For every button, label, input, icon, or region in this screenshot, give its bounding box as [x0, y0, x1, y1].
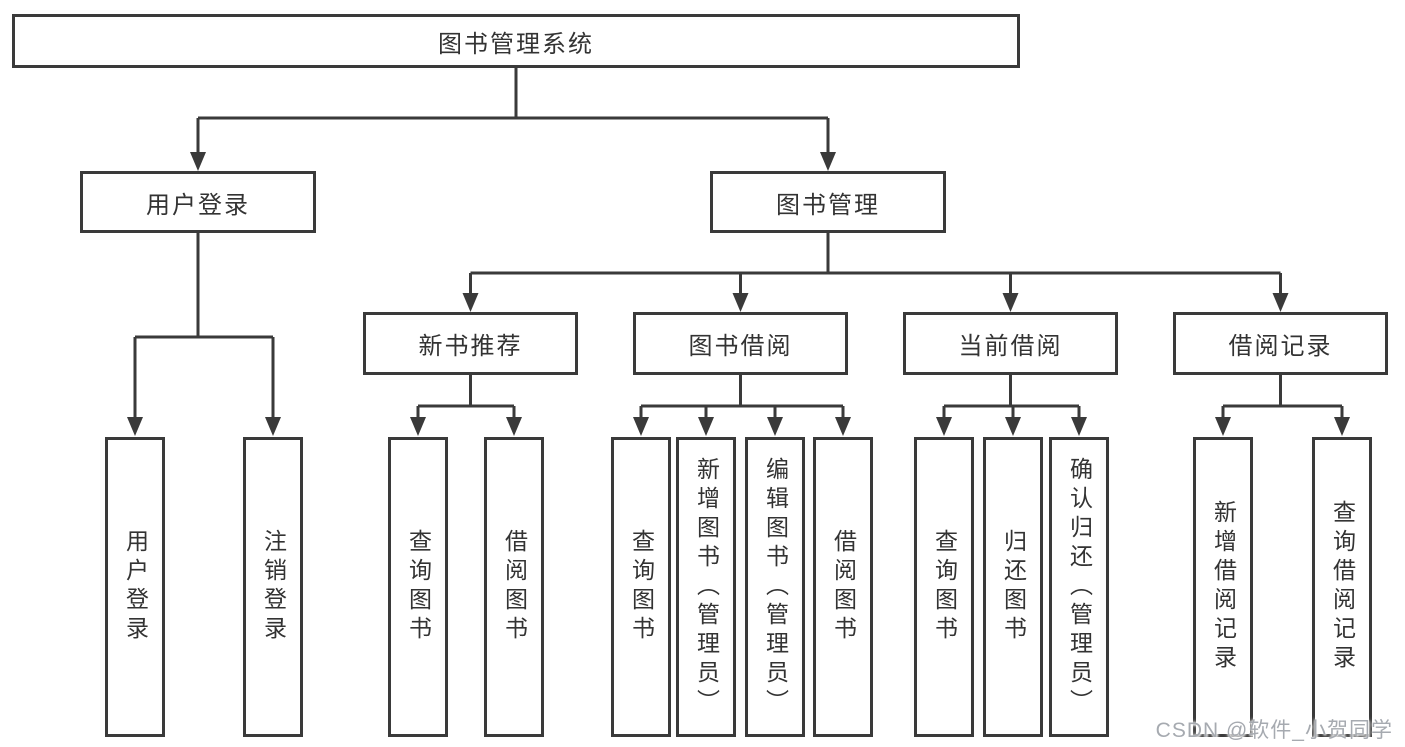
node-new-book-recommend-label: 新书推荐 — [418, 333, 523, 360]
leaf-borrow-edit-books-admin-label: 编辑图书（管理员） — [762, 456, 789, 718]
leaf-record-add-borrow-record: 新增借阅记录 — [1193, 437, 1253, 737]
leaf-current-return-books-label: 归还图书 — [1000, 529, 1027, 645]
arrowheads — [127, 152, 1350, 436]
leaf-newbook-borrow-books-label: 借阅图书 — [501, 529, 528, 645]
connector-bookborrow-group — [639, 373, 845, 420]
node-current-borrowing-label: 当前借阅 — [958, 333, 1063, 360]
leaf-current-query-books-label: 查询图书 — [931, 529, 958, 645]
node-user-login-label: 用户登录 — [146, 191, 250, 219]
node-borrowing-records-label: 借阅记录 — [1228, 333, 1333, 360]
leaf-current-return-books: 归还图书 — [983, 437, 1043, 737]
leaf-borrow-query-books: 查询图书 — [611, 437, 671, 737]
node-book-borrowing-label: 图书借阅 — [688, 333, 793, 360]
leaf-borrow-query-books-label: 查询图书 — [628, 529, 655, 645]
csdn-watermark: CSDN @软件_小贺同学 — [1155, 719, 1393, 742]
connector-bookmgmt-to-level3 — [469, 231, 1282, 296]
leaf-borrow-edit-books-admin: 编辑图书（管理员） — [745, 437, 805, 737]
leaf-current-confirm-return-admin-label: 确认归还（管理员） — [1066, 456, 1093, 718]
connector-borrowrecord-group — [1221, 373, 1344, 420]
leaf-user-login-label: 用户登录 — [122, 529, 149, 645]
node-user-login: 用户登录 — [80, 171, 316, 233]
node-current-borrowing: 当前借阅 — [903, 312, 1118, 375]
leaf-newbook-query-books: 查询图书 — [388, 437, 448, 737]
leaf-borrow-borrow-books-label: 借阅图书 — [830, 529, 857, 645]
connector-userlogin-branch — [133, 231, 275, 420]
node-root-library-system: 图书管理系统 — [12, 14, 1020, 68]
leaf-logout-login: 注销登录 — [243, 437, 303, 737]
connector-currentborrow-group — [942, 373, 1081, 420]
connector-root-to-level2 — [196, 66, 830, 155]
leaf-borrow-add-books-admin: 新增图书（管理员） — [676, 437, 736, 737]
connector-newbook-group — [416, 373, 516, 420]
leaf-borrow-add-books-admin-label: 新增图书（管理员） — [693, 456, 720, 718]
leaf-record-query-borrow-record-label: 查询借阅记录 — [1329, 500, 1356, 674]
node-new-book-recommend: 新书推荐 — [363, 312, 578, 375]
leaf-current-confirm-return-admin: 确认归还（管理员） — [1049, 437, 1109, 737]
node-book-management: 图书管理 — [710, 171, 946, 233]
node-book-borrowing: 图书借阅 — [633, 312, 848, 375]
node-root-label: 图书管理系统 — [438, 30, 594, 58]
leaf-record-add-borrow-record-label: 新增借阅记录 — [1210, 500, 1237, 674]
leaf-newbook-query-books-label: 查询图书 — [405, 529, 432, 645]
leaf-record-query-borrow-record: 查询借阅记录 — [1312, 437, 1372, 737]
leaf-borrow-borrow-books: 借阅图书 — [813, 437, 873, 737]
leaf-logout-login-label: 注销登录 — [260, 529, 287, 645]
leaf-newbook-borrow-books: 借阅图书 — [484, 437, 544, 737]
leaf-current-query-books: 查询图书 — [914, 437, 974, 737]
node-borrowing-records: 借阅记录 — [1173, 312, 1388, 375]
node-book-management-label: 图书管理 — [776, 191, 880, 219]
leaf-user-login: 用户登录 — [105, 437, 165, 737]
